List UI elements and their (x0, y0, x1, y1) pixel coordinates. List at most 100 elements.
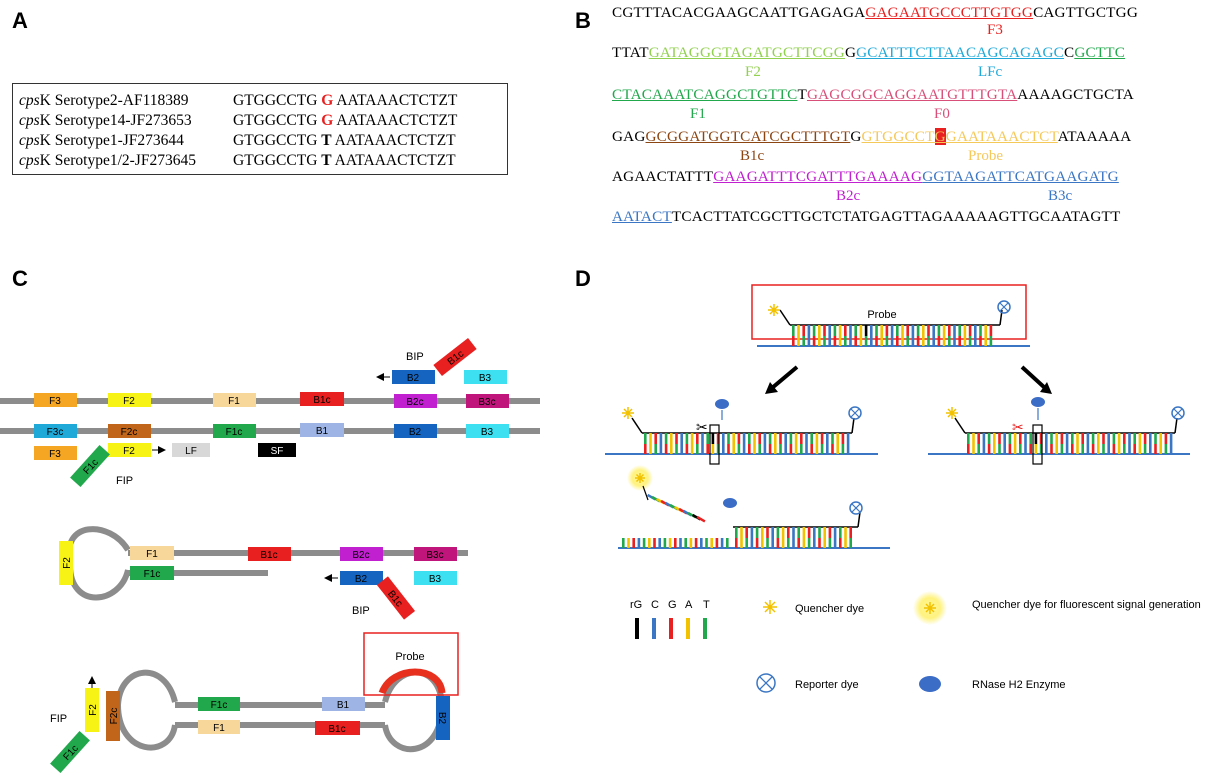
base-mark (989, 325, 993, 336)
base-mark (922, 325, 925, 336)
seq-line-4: GAGGCGGATGGTCATCGCTTTGTGGTGGCCTGGAATAAAC… (612, 128, 1132, 145)
box-b1c: B1c (300, 392, 344, 406)
base-mark (1013, 433, 1017, 444)
base-mark (870, 336, 873, 346)
label-probe: Probe (968, 148, 1003, 164)
base-mark (792, 336, 795, 346)
label-f2: F2 (745, 64, 761, 80)
base-mark (937, 325, 941, 336)
base-mark (627, 538, 630, 548)
base-mark (1039, 444, 1043, 454)
svg-text:F2: F2 (123, 446, 135, 457)
base-mark (1128, 444, 1131, 454)
probe-region-a: GTGGCCT (861, 128, 935, 145)
base-mark (839, 527, 842, 538)
base-mark (823, 336, 826, 346)
loop-right (382, 669, 446, 753)
base-mark (706, 433, 709, 444)
quencher-icon (768, 304, 780, 316)
bot-f1c: F1c (198, 697, 240, 711)
alignment-box: cpsK Serotype2-AF118389 GTGGCCTG G AATAA… (12, 83, 508, 175)
svg-text:B1c: B1c (313, 395, 330, 406)
base-mark (644, 433, 647, 444)
base-mark (974, 325, 977, 336)
bot-b2: B2 (436, 696, 450, 740)
base-mark (828, 527, 832, 538)
base-mark (828, 538, 832, 548)
base-mark (680, 433, 683, 444)
base-mark (846, 444, 850, 454)
base-mark (674, 538, 677, 548)
label-probe-c: Probe (395, 651, 424, 663)
label-fip-bot: FIP (50, 713, 67, 725)
base-mark (1143, 444, 1147, 454)
base-mark (859, 336, 863, 346)
base-mark (810, 444, 813, 454)
base-mark (794, 444, 798, 454)
base-mark (706, 444, 709, 454)
primer-lf: LF (172, 443, 210, 457)
base-mark (742, 444, 746, 454)
base-mark (826, 444, 829, 454)
base-mark (875, 336, 878, 346)
base-mark (813, 538, 816, 548)
base-mark (833, 325, 837, 336)
panel-c-letter: C (12, 266, 28, 291)
base-mark (1133, 433, 1136, 444)
svg-text:B2c: B2c (352, 550, 369, 561)
base-mark (1008, 433, 1012, 444)
base-mark (1019, 433, 1022, 444)
base-mark (748, 444, 751, 454)
label-fip: FIP (116, 475, 133, 487)
legend: rG C G A T Quencher dye Quencher dye for… (630, 591, 1201, 693)
base-mark (1086, 433, 1090, 444)
base-mark (875, 325, 878, 336)
base-mark (1029, 444, 1032, 454)
base-mark (1050, 433, 1053, 444)
base-mark (797, 336, 800, 346)
base-mark (1019, 444, 1022, 454)
loop-mid (65, 526, 131, 601)
base-mark (1097, 444, 1100, 454)
base-mark (792, 538, 795, 548)
base-mark (1149, 433, 1152, 444)
base-mark (838, 325, 842, 336)
base-mark (805, 444, 808, 454)
base-mark (727, 444, 730, 454)
fragment-base (696, 515, 706, 523)
base-mark (761, 527, 764, 538)
base-mark (849, 538, 852, 548)
base-mark (810, 433, 813, 444)
base-mark (818, 325, 821, 336)
base-mark (890, 325, 894, 336)
f0-region: GAGCGGCAGGAATGTTTGTA (806, 86, 1018, 103)
base-mark (1164, 433, 1168, 444)
label-bip: BIP (406, 351, 424, 363)
base-mark (684, 538, 687, 548)
dna-strand-top (0, 398, 540, 404)
bot-b1c: B1c (315, 721, 360, 735)
fip-f2: F2 (108, 443, 151, 457)
base-mark (1024, 433, 1027, 444)
svg-text:B3c: B3c (426, 550, 443, 561)
box-f2c: F2c (108, 424, 151, 438)
base-mark (818, 527, 821, 538)
base-mark (807, 325, 811, 336)
base-mark (823, 527, 826, 538)
svg-text:C: C (651, 599, 659, 611)
base-mark (812, 336, 816, 346)
base-mark (896, 325, 899, 336)
base-mark (755, 527, 759, 538)
base-mark (846, 433, 850, 444)
base-mark (993, 433, 996, 444)
base-mark (901, 336, 904, 346)
base-mark (685, 444, 689, 454)
base-mark (1123, 444, 1126, 454)
base-mark (1107, 444, 1110, 454)
probe-arc (378, 668, 446, 695)
base-mark (977, 444, 980, 454)
base-mark (916, 336, 920, 346)
svg-text:B1c: B1c (260, 550, 277, 561)
base-mark (1159, 444, 1162, 454)
svg-text:T: T (703, 599, 710, 611)
